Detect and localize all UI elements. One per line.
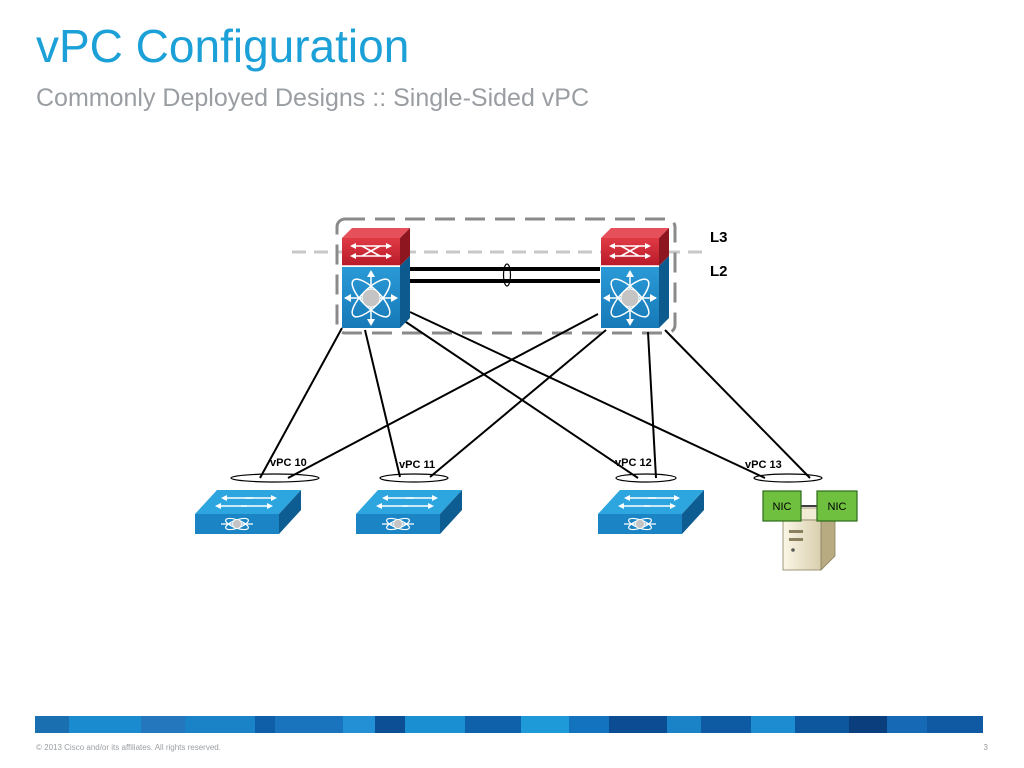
vpc11-bundle-ring bbox=[379, 473, 449, 483]
l3-label: L3 bbox=[710, 229, 728, 246]
vpc12-label: vPC 12 bbox=[615, 457, 652, 469]
nic-label-1: NIC bbox=[773, 501, 792, 513]
link-left-core-vpc11 bbox=[364, 329, 401, 478]
vpc10-label: vPC 10 bbox=[270, 457, 307, 469]
footer-color-bar bbox=[35, 716, 989, 733]
link-right-core-vpc12 bbox=[647, 331, 657, 479]
link-right-core-vpc13 bbox=[664, 329, 811, 479]
vpc-domain-box bbox=[335, 217, 677, 335]
link-right-core-vpc10 bbox=[287, 313, 599, 479]
peer-link-bundle-ring bbox=[502, 263, 512, 287]
left-nexus-core-switch bbox=[341, 227, 411, 329]
vpc11-label: vPC 11 bbox=[399, 459, 435, 471]
vpc10-bundle-ring bbox=[230, 473, 320, 483]
vpc13-bundle-ring bbox=[753, 473, 823, 483]
right-nexus-core-switch bbox=[600, 227, 670, 329]
vpc12-bundle-ring bbox=[615, 473, 677, 483]
access-switch-vpc11 bbox=[355, 489, 463, 535]
nic-box-2 bbox=[816, 490, 858, 522]
access-switch-vpc10 bbox=[194, 489, 302, 535]
page-number: 3 bbox=[983, 743, 988, 752]
nic-label-2: NIC bbox=[828, 501, 847, 513]
l2-label: L2 bbox=[710, 263, 728, 280]
vpc13-label: vPC 13 bbox=[745, 459, 782, 471]
access-switch-vpc12 bbox=[597, 489, 705, 535]
nic-box-1 bbox=[762, 490, 802, 522]
copyright-text: © 2013 Cisco and/or its affiliates. All … bbox=[36, 743, 221, 752]
link-left-core-vpc12 bbox=[399, 317, 639, 479]
link-left-core-vpc13 bbox=[409, 311, 766, 479]
link-left-core-vpc10 bbox=[259, 327, 343, 479]
slide-title: vPC Configuration bbox=[36, 20, 410, 72]
vpc-peer-link bbox=[410, 267, 600, 283]
slide-subtitle: Commonly Deployed Designs :: Single-Side… bbox=[36, 84, 590, 112]
link-right-core-vpc11 bbox=[429, 329, 607, 478]
